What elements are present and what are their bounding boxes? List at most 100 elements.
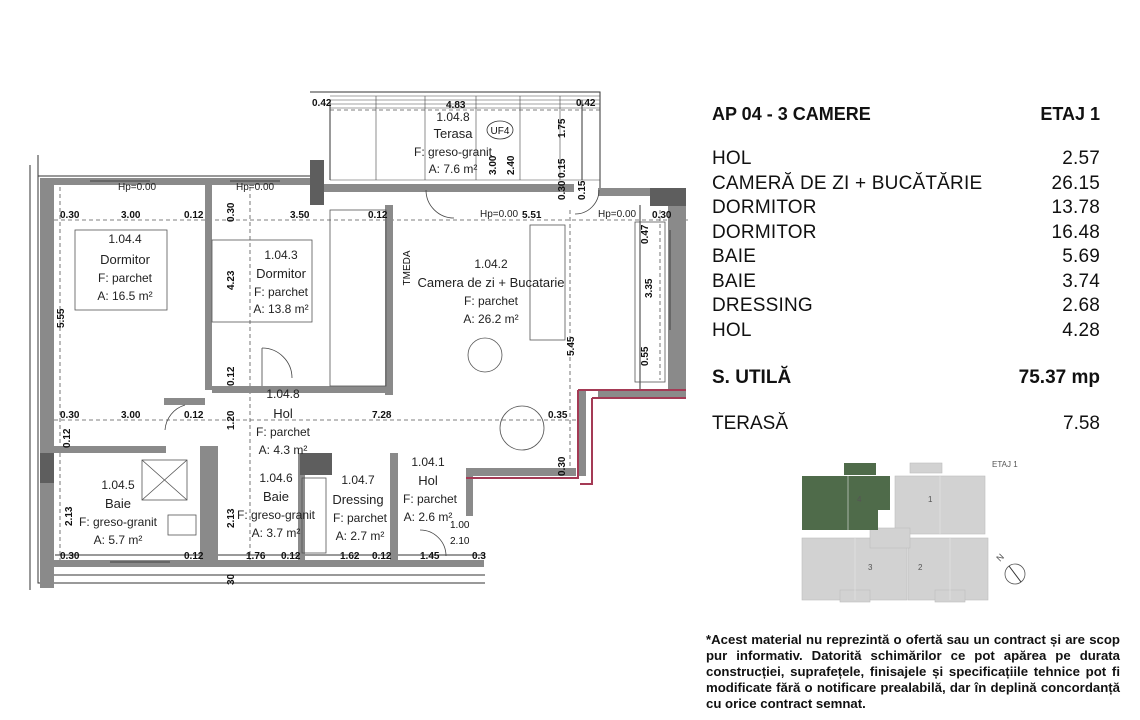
- dim-label: 1.00: [450, 520, 470, 531]
- room-row: DORMITOR 16.48: [712, 221, 1100, 246]
- dim-label: 0.15: [557, 158, 568, 178]
- uf4-tag: UF4: [486, 120, 514, 140]
- room-floor: F: greso-granit: [79, 515, 158, 529]
- dim-label: 1.76: [246, 551, 266, 562]
- room-name: BAIE: [712, 246, 757, 267]
- dim-label: 0.47: [640, 224, 651, 244]
- room-area-value: 2.57: [1062, 148, 1100, 169]
- key-plan: ETAJ 1 4 1 3 2 N: [801, 460, 1026, 603]
- terrace-value: 7.58: [1063, 413, 1100, 434]
- room-area: A: 2.6 m²: [404, 510, 453, 524]
- dim-label: 0.3: [472, 551, 486, 562]
- room-code: 1.04.8: [436, 110, 470, 124]
- dimension-lines: [40, 109, 690, 560]
- north-label: N: [994, 552, 1006, 564]
- unit-number: 3: [868, 563, 873, 572]
- room-row: HOL 4.28: [712, 319, 1100, 344]
- room-code: 1.04.3: [264, 248, 298, 262]
- windows: [90, 180, 671, 563]
- room-area-value: 16.48: [1051, 221, 1100, 243]
- dim-label: 0.30: [60, 210, 80, 221]
- room-name: BAIE: [712, 270, 757, 292]
- room-name: DORMITOR: [712, 221, 817, 243]
- dim-label: 2.13: [64, 506, 75, 526]
- room-area-value: 2.68: [1062, 295, 1100, 316]
- room-name: Terasa: [433, 126, 473, 141]
- room-area-value: 3.74: [1062, 270, 1100, 292]
- dim-label: 0.12: [226, 366, 237, 386]
- dim-label: 3.00: [121, 410, 141, 421]
- room-code: 1.04.1: [411, 455, 445, 469]
- total-row: S. UTILĂ 75.37 mp: [712, 367, 1100, 389]
- room-area-value: 26.15: [1051, 172, 1100, 194]
- uf4-label: UF4: [491, 126, 510, 137]
- room-row: DRESSING 2.68: [712, 294, 1100, 319]
- hp-markers: Hp=0.00 Hp=0.00 Hp=0.00 Hp=0.00: [118, 182, 637, 220]
- dim-label: 0.30: [226, 202, 237, 222]
- room-name: HOL: [712, 148, 752, 169]
- dim-label: 0.30: [652, 210, 672, 221]
- dim-label: 2.10: [450, 536, 470, 547]
- room-floor: F: parchet: [464, 294, 519, 308]
- room-area-value: 13.78: [1051, 197, 1100, 218]
- dim-label: 0.12: [62, 428, 73, 448]
- dim-label: 0.12: [184, 210, 204, 221]
- dim-label: 0.12: [184, 410, 204, 421]
- room-area-value: 4.28: [1062, 319, 1100, 341]
- dim-label: 0.12: [281, 551, 301, 562]
- dim-label: 30: [226, 573, 237, 585]
- dim-label: 0.55: [640, 346, 651, 366]
- terrace-grid: [330, 95, 600, 181]
- room-floor: F: parchet: [98, 271, 153, 285]
- dim-label: 2.40: [506, 155, 517, 175]
- dim-label: 3.00: [488, 155, 499, 175]
- dim-label: 0.12: [372, 551, 392, 562]
- disclaimer-text: *Acest material nu reprezintă o ofertă s…: [706, 632, 1120, 711]
- room-area: A: 7.6 m²: [429, 162, 478, 176]
- room-name: Hol: [418, 473, 438, 488]
- dim-label: 3.35: [644, 278, 655, 298]
- total-label: S. UTILĂ: [712, 367, 792, 388]
- dim-label: 4.23: [226, 270, 237, 290]
- tmeda-label: TMEDA: [402, 250, 413, 285]
- hp-marker: Hp=0.00: [118, 182, 157, 193]
- dim-label: 0.42: [312, 98, 332, 109]
- dim-label: 5.51: [522, 210, 542, 221]
- room-name: Dormitor: [256, 266, 307, 281]
- floor-label: ETAJ 1: [1040, 104, 1100, 124]
- dim-label: 4.83: [446, 100, 466, 111]
- summary-header: AP 04 - 3 CAMERE ETAJ 1: [712, 104, 1100, 125]
- terrace-row: TERASĂ 7.58: [712, 413, 1100, 435]
- terrace-label: TERASĂ: [712, 413, 789, 434]
- dim-label: 0.12: [184, 551, 204, 562]
- room-code: 1.04.2: [474, 257, 508, 271]
- room-name: DRESSING: [712, 295, 813, 316]
- dim-label: 1.62: [340, 551, 360, 562]
- room-code: 1.04.6: [259, 471, 293, 485]
- total-value: 75.37 mp: [1018, 367, 1100, 388]
- room-code: 1.04.8: [266, 387, 300, 401]
- door-swings: [164, 189, 600, 557]
- dim-label: 0.30: [60, 551, 80, 562]
- room-name: Baie: [263, 489, 289, 504]
- accent-wall: [466, 389, 686, 485]
- room-name: HOL: [712, 319, 752, 341]
- room-code: 1.04.4: [108, 232, 142, 246]
- room-floor: F: parchet: [333, 511, 388, 525]
- room-name: Camera de zi + Bucatarie: [417, 275, 564, 290]
- outline-lines: [29, 91, 641, 590]
- area-summary: AP 04 - 3 CAMERE ETAJ 1 HOL 2.57 CAMERĂ D…: [712, 104, 1100, 435]
- room-floor: F: greso-granit: [237, 508, 316, 522]
- keyplan-dividers: [847, 476, 951, 600]
- walls: [40, 160, 686, 588]
- apartment-title: AP 04 - 3 CAMERE: [712, 104, 871, 124]
- room-area: A: 26.2 m²: [463, 312, 518, 326]
- room-row: BAIE 3.74: [712, 270, 1100, 295]
- dim-label: 0.35: [548, 410, 568, 421]
- room-area: A: 16.5 m²: [97, 289, 152, 303]
- dim-label: 5.45: [566, 336, 577, 356]
- columns: [40, 160, 686, 483]
